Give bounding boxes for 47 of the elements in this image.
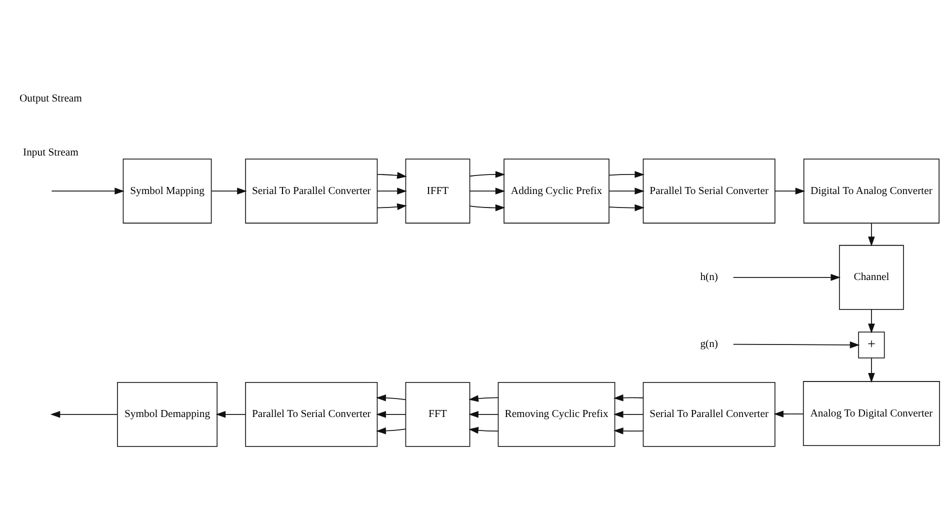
arrow: [614, 410, 644, 418]
arrow: [774, 188, 806, 195]
arrow: [614, 428, 644, 434]
arrow: [774, 410, 804, 418]
arrow: [468, 395, 499, 402]
arrow: [216, 410, 246, 418]
node-box: Channel: [839, 244, 904, 310]
node-box: Digital To Analog Converter: [803, 158, 940, 224]
label: Output Stream: [20, 92, 82, 104]
arrow: [377, 203, 407, 210]
node-box: Analog To Digital Converter: [802, 381, 940, 446]
arrow: [732, 274, 841, 281]
arrow: [732, 341, 860, 348]
arrow: [608, 171, 645, 178]
node-box: FFT: [405, 382, 470, 447]
arrow: [468, 410, 499, 418]
label: Input Stream: [23, 146, 78, 159]
arrow: [377, 188, 407, 195]
node-box: Serial To Parallel Converter: [642, 382, 776, 447]
node-box: Parallel To Serial Converter: [245, 382, 378, 447]
node-box: Serial To Parallel Converter: [245, 158, 378, 224]
node-box: Symbol Mapping: [122, 158, 212, 224]
node-text: g(n): [700, 338, 718, 350]
arrow: [376, 427, 406, 434]
arrow: [868, 358, 875, 383]
node-text: h(n): [700, 271, 718, 284]
node-box: Parallel To Serial Converter: [642, 158, 776, 224]
node-box: Removing Cyclic Prefix: [498, 382, 616, 447]
node-box: +: [858, 332, 885, 358]
arrow: [868, 309, 875, 334]
arrow: [377, 172, 407, 179]
arrow: [51, 188, 124, 195]
arrow: [211, 188, 247, 195]
arrow: [470, 204, 506, 212]
arrow: [470, 171, 506, 178]
arrow: [50, 410, 118, 418]
arrow: [376, 394, 406, 402]
arrow: [608, 204, 645, 212]
node-box: IFFT: [405, 158, 470, 224]
node-box: Symbol Demapping: [117, 382, 218, 447]
arrow: [614, 394, 644, 402]
arrow: [468, 426, 499, 434]
arrow: [470, 188, 506, 195]
arrow: [376, 410, 406, 418]
arrow: [608, 188, 645, 195]
arrow: [868, 223, 875, 246]
node-box: Adding Cyclic Prefix: [504, 158, 610, 224]
